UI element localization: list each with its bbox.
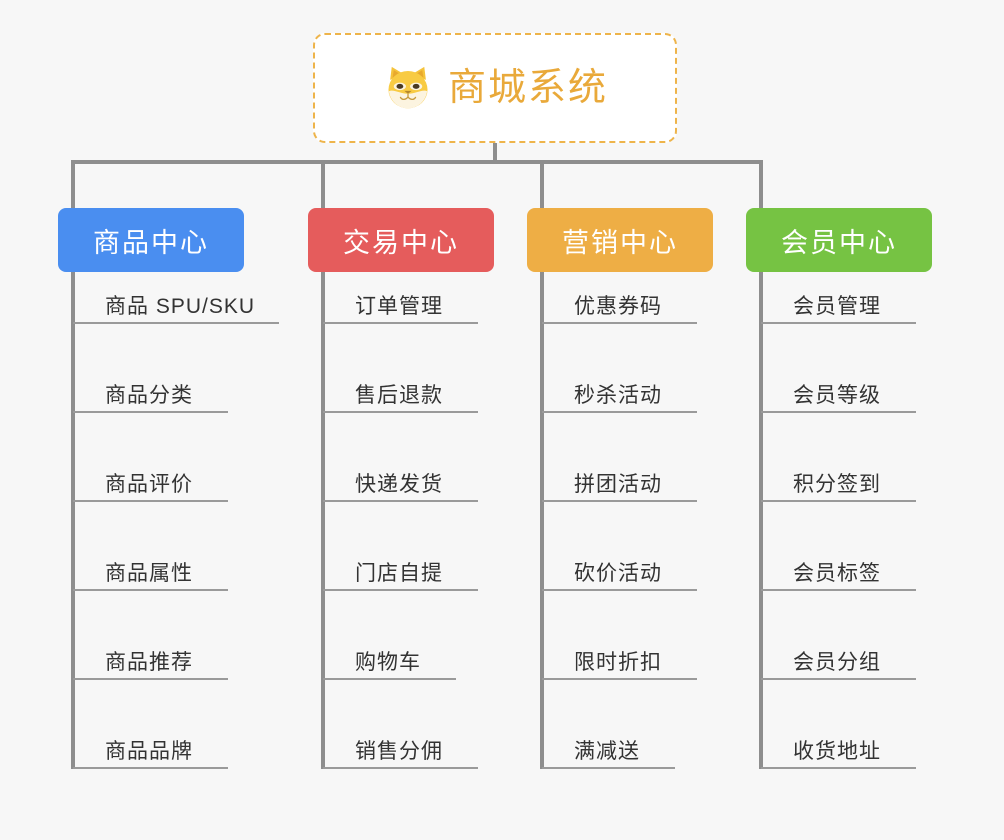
leaf-label: 拼团活动	[574, 473, 662, 496]
leaf-item[interactable]: 购物车	[323, 650, 456, 680]
category-label: 交易中心	[343, 227, 459, 258]
leaf-label: 收货地址	[793, 740, 881, 763]
leaf-item[interactable]: 商品属性	[73, 561, 228, 591]
leaf-label: 会员管理	[793, 295, 881, 318]
leaf-item[interactable]: 收货地址	[761, 739, 916, 769]
leaf-item[interactable]: 会员管理	[761, 294, 916, 324]
leaf-item[interactable]: 售后退款	[323, 383, 478, 413]
leaf-label: 会员等级	[793, 384, 881, 407]
category-label: 商品中心	[93, 227, 209, 258]
category-label: 会员中心	[781, 227, 897, 258]
leaf-label: 商品评价	[105, 473, 193, 496]
leaf-label: 砍价活动	[574, 562, 662, 585]
leaf-label: 门店自提	[355, 562, 443, 585]
leaf-label: 限时折扣	[574, 651, 662, 674]
leaf-item[interactable]: 商品推荐	[73, 650, 228, 680]
leaf-item[interactable]: 砍价活动	[542, 561, 697, 591]
leaf-label: 优惠券码	[574, 295, 662, 318]
leaf-label: 会员分组	[793, 651, 881, 674]
leaf-label: 满减送	[574, 740, 640, 763]
leaf-label: 商品分类	[105, 384, 193, 407]
leaf-label: 积分签到	[793, 473, 881, 496]
leaf-item[interactable]: 会员分组	[761, 650, 916, 680]
leaf-item[interactable]: 商品分类	[73, 383, 228, 413]
root-title: 商城系统	[447, 67, 608, 109]
leaf-label: 销售分佣	[355, 740, 443, 763]
leaf-item[interactable]: 销售分佣	[323, 739, 478, 769]
leaf-label: 商品品牌	[105, 740, 193, 763]
leaf-item[interactable]: 商品评价	[73, 472, 228, 502]
category-box-marketing-center[interactable]: 营销中心	[527, 208, 713, 272]
leaf-item[interactable]: 拼团活动	[542, 472, 697, 502]
leaf-label: 会员标签	[793, 562, 881, 585]
leaf-item[interactable]: 优惠券码	[542, 294, 697, 324]
leaf-label: 商品 SPU/SKU	[105, 295, 256, 318]
leaf-label: 订单管理	[355, 295, 443, 318]
leaf-item[interactable]: 商品品牌	[73, 739, 228, 769]
category-box-member-center[interactable]: 会员中心	[746, 208, 932, 272]
category-box-product-center[interactable]: 商品中心	[58, 208, 244, 272]
leaf-item[interactable]: 商品 SPU/SKU	[73, 294, 279, 324]
leaf-label: 快递发货	[355, 473, 443, 496]
shiba-dog-icon	[388, 66, 428, 109]
leaf-item[interactable]: 积分签到	[761, 472, 916, 502]
leaf-label: 秒杀活动	[574, 384, 662, 407]
leaf-label: 售后退款	[355, 384, 443, 407]
leaf-item[interactable]: 订单管理	[323, 294, 478, 324]
leaf-item[interactable]: 满减送	[542, 739, 675, 769]
leaf-item[interactable]: 限时折扣	[542, 650, 697, 680]
category-box-trade-center[interactable]: 交易中心	[308, 208, 494, 272]
leaf-item[interactable]: 快递发货	[323, 472, 478, 502]
category-label: 营销中心	[562, 227, 678, 258]
leaf-label: 购物车	[355, 651, 421, 674]
leaf-label: 商品属性	[105, 562, 193, 585]
leaf-label: 商品推荐	[105, 651, 193, 674]
leaf-item[interactable]: 会员等级	[761, 383, 916, 413]
leaf-item[interactable]: 秒杀活动	[542, 383, 697, 413]
root-node[interactable]: 商城系统	[313, 33, 677, 143]
leaf-item[interactable]: 会员标签	[761, 561, 916, 591]
leaf-item[interactable]: 门店自提	[323, 561, 478, 591]
